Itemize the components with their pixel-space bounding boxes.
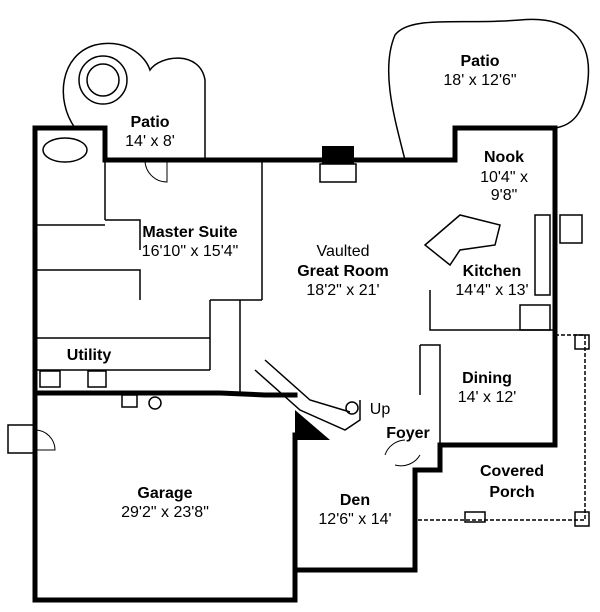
nook-name: Nook (484, 149, 524, 166)
master-suite-name: Master Suite (142, 224, 237, 241)
exterior-walls (32, 125, 558, 603)
hot-tub-inner (86, 63, 120, 97)
fireplace (322, 146, 354, 164)
kitchen-name: Kitchen (463, 263, 522, 280)
porch-name-2: Porch (489, 484, 534, 501)
porch-post (574, 511, 590, 527)
bath-walls (35, 160, 141, 300)
stair-landing (295, 410, 330, 440)
garage-name: Garage (137, 485, 192, 502)
garage-side-door (34, 429, 56, 451)
patio-left-name: Patio (130, 114, 169, 131)
porch-post (574, 334, 590, 350)
garage-fixture (121, 394, 138, 408)
window-box (559, 214, 583, 244)
porch-rail (415, 334, 586, 521)
den-name: Den (340, 492, 370, 509)
front-door-swing (394, 454, 421, 467)
hearth (319, 163, 357, 183)
nook-size-2: 9'8" (491, 187, 518, 204)
water-heater (148, 396, 162, 410)
bathtub (42, 137, 88, 163)
garage-side-box (7, 424, 36, 454)
newel-post (345, 401, 359, 415)
garage-size: 29'2" x 23'8" (121, 504, 209, 521)
washer (39, 370, 61, 388)
dining-size: 14' x 12' (458, 389, 517, 406)
master-suite-size: 16'10" x 15'4" (142, 243, 239, 260)
patio-left-size: 14' x 8' (125, 133, 175, 150)
door-swing (144, 159, 168, 183)
interior-walls (35, 160, 263, 393)
patio-right-size: 18' x 12'6" (443, 72, 516, 89)
great-room-size: 18'2" x 21' (306, 282, 379, 299)
stair-up-label: Up (370, 401, 391, 418)
front-door-swing (384, 439, 406, 456)
porch-name-1: Covered (480, 463, 544, 480)
foyer-name: Foyer (386, 425, 430, 442)
kitchen-island (423, 214, 501, 267)
staircase (254, 359, 361, 431)
porch-post (464, 511, 486, 523)
sink (519, 304, 551, 331)
dryer (87, 370, 107, 388)
great-room-name: Great Room (297, 263, 389, 280)
patio-left-outline (62, 42, 206, 160)
patio-right-name: Patio (460, 53, 499, 70)
kitchen-walls (419, 290, 555, 445)
kitchen-size: 14'4" x 13' (455, 282, 528, 299)
den-size: 12'6" x 14' (318, 511, 391, 528)
patio-right-outline (387, 18, 590, 161)
utility-name: Utility (67, 347, 112, 364)
great-room-prefix: Vaulted (316, 243, 369, 260)
kitchen-counter (534, 214, 551, 296)
nook-size-1: 10'4" x (480, 169, 528, 186)
hot-tub (78, 55, 128, 105)
dining-name: Dining (462, 370, 512, 387)
garage-top-wall (32, 390, 298, 398)
